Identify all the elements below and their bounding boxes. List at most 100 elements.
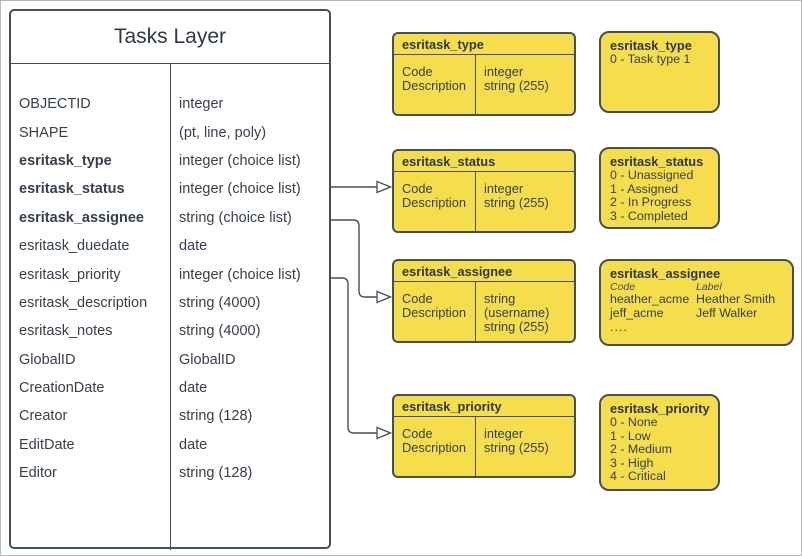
field-type: string (128) [179,465,253,482]
field-type: date [179,436,208,453]
table-row: esritask_type integer (choice list) [11,147,329,175]
field-name: esritask_description [19,294,148,311]
value-item: 3 - High [610,455,654,470]
field-type: date [179,238,208,255]
table-row: esritask_notes string (4000) [11,317,329,345]
value-item: 0 - None [610,415,658,429]
tasks-layer-table: Tasks Layer OBJECTID integer SHAPE (pt, li… [9,9,331,550]
value-item: 0 - Unassigned [610,168,694,182]
field-name: esritask_duedate [19,238,130,255]
field-name: esritask_priority [19,266,121,283]
connector-assignee [331,219,377,298]
tasks-layer-title: Tasks Layer [11,11,329,64]
domain-field-type: integer [484,64,524,79]
values-column-headers: Code Label [610,281,788,293]
domain-field-type: string (username) [484,291,550,320]
domain-field: Code [402,64,433,79]
values-col-label: Label [696,281,722,293]
domain-field: Code [402,426,433,441]
domain-title: esritask_status [394,151,574,172]
table-row: OBJECTID integer [11,90,329,118]
values-title: esritask_assignee [610,266,721,281]
value-item: 4 - Critical [610,469,666,484]
field-type: integer (choice list) [179,266,301,283]
field-type: string (128) [179,408,253,425]
value-item: 1 - Low [610,428,651,443]
field-type: string (4000) [179,323,261,340]
field-name: esritask_type [19,152,112,169]
field-name: OBJECTID [19,96,91,113]
field-name: SHAPE [19,124,69,141]
domain-title: esritask_assignee [394,261,574,282]
table-row: SHAPE (pt, line, poly) [11,118,329,146]
domain-field: Description [402,439,467,455]
field-type: GlobalID [179,351,236,368]
domain-field: Description [402,77,467,93]
values-ellipsis: .... [610,319,628,334]
values-box-esritask-type: esritask_type 0 - Task type 1 [599,31,720,113]
value-item: 1 - Assigned [610,181,679,196]
arrowhead-assignee-icon [376,290,393,304]
table-row: esritask_status integer (choice list) [11,175,329,203]
field-name: esritask_status [19,181,125,198]
arrowhead-priority-icon [376,426,393,440]
values-title: esritask_priority [610,401,710,416]
arrowhead-status-icon [376,180,393,194]
column-divider [170,64,171,550]
values-col-code: Code [610,281,636,293]
domain-title: esritask_priority [394,396,574,417]
field-type: integer (choice list) [179,181,301,198]
value-code: heather_acme [610,292,690,306]
values-title: esritask_status [610,154,704,169]
field-name: Creator [19,408,68,425]
domain-field-type: string (255) [484,439,549,455]
value-item: 2 - Medium [610,442,672,457]
value-item: 0 - Task type 1 [610,52,691,66]
field-name: CreationDate [19,380,105,397]
table-row: Editor string (128) [11,459,329,487]
field-name: GlobalID [19,351,76,368]
domain-field: Code [402,181,433,196]
table-row: esritask_priority integer (choice list) [11,260,329,288]
table-row: esritask_description string (4000) [11,289,329,317]
value-label: Heather Smith [696,292,776,306]
field-type: integer [179,96,224,113]
domain-field-type: string (255) [484,194,549,210]
field-name: esritask_assignee [19,209,144,226]
table-row: esritask_assignee string (choice list) [11,204,329,232]
value-code: jeff_acme [610,305,664,320]
domain-field-type: integer [484,426,524,441]
value-row: jeff_acme Jeff Walker [610,305,788,321]
value-label: Jeff Walker [696,305,758,320]
field-name: esritask_notes [19,323,113,340]
field-type: string (choice list) [179,209,292,226]
domain-field-type: string (255) [484,318,549,334]
field-type: string (4000) [179,294,261,311]
field-type: (pt, line, poly) [179,124,267,141]
value-item: 3 - Completed [610,208,688,223]
value-item: 2 - In Progress [610,195,692,210]
table-row: CreationDate date [11,374,329,402]
domain-field: Description [402,194,467,210]
table-row: Creator string (128) [11,402,329,430]
values-title: esritask_type [610,38,692,53]
field-type: integer (choice list) [179,152,301,169]
values-box-esritask-assignee: esritask_assignee Code Label heather_acm… [599,259,794,346]
table-row: GlobalID GlobalID [11,346,329,374]
values-box-esritask-priority: esritask_priority 0 - None 1 - Low 2 - M… [599,394,720,491]
domain-title: esritask_type [394,34,574,55]
connector-priority [331,277,377,434]
field-name: Editor [19,465,57,482]
domain-field: Code [402,291,433,306]
field-type: date [179,380,208,397]
